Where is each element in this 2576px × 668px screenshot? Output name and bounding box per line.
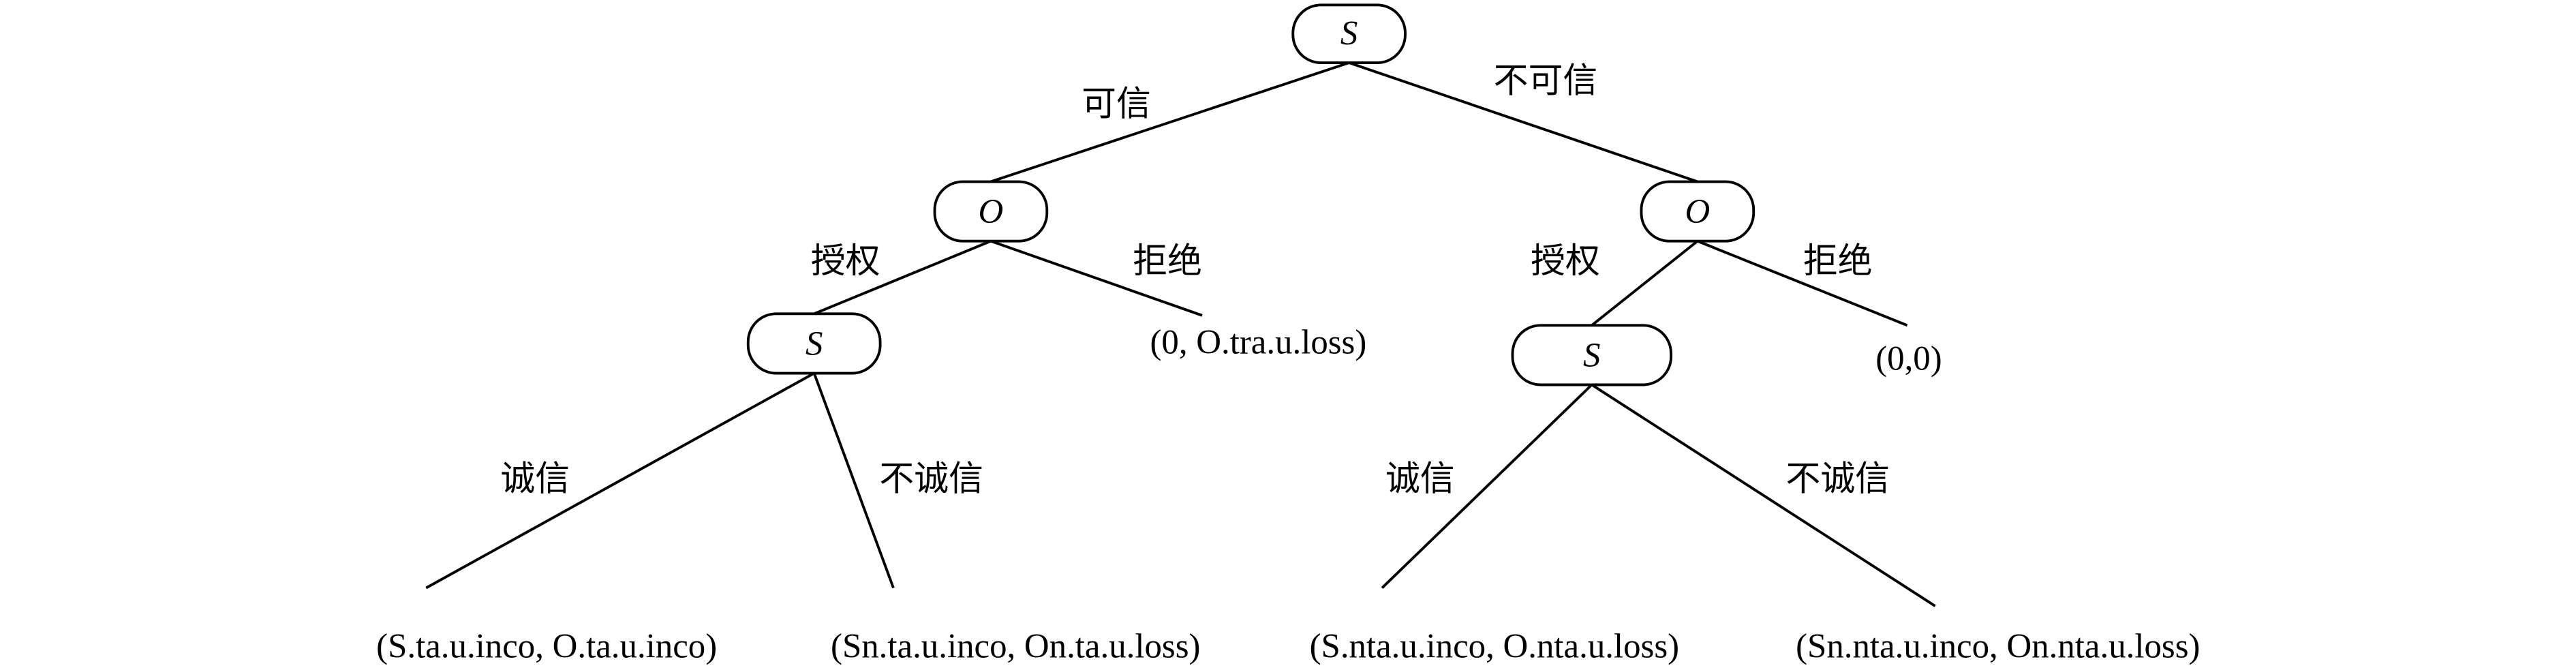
payoff-nta-honest: (S.nta.u.inco, O.nta.u.loss) [1310,627,1679,665]
edge-left-reject [990,239,1203,317]
payoff-ta-dishonest: (Sn.ta.u.inco, On.ta.u.loss) [831,627,1200,665]
node-root-label: S [1340,14,1358,52]
edge-right-authorize [1591,240,1699,327]
payoff-ta-honest: (S.ta.u.inco, O.ta.u.inco) [376,627,717,665]
payoff-right-reject: (0,0) [1875,340,1942,378]
tree-edges [425,61,1936,607]
node-s-right: S [1511,324,1673,386]
edge-left-dishonest [812,372,895,589]
edge-untrusted [1349,61,1698,183]
node-s-left: S [746,312,882,375]
edge-right-reject [1697,239,1908,327]
label-left-reject: 拒绝 [1133,242,1202,281]
edge-labels: 可信 不可信 授权 拒绝 授权 拒绝 诚信 不诚信 诚信 不诚信 [500,63,1890,499]
edge-right-dishonest [1591,383,1936,607]
edge-left-authorize [813,239,992,316]
payoff-nta-dishonest: (Sn.nta.u.inco, On.nta.u.loss) [1796,627,2200,665]
node-o-left: O [933,180,1049,243]
payoffs: (0, O.tra.u.loss) (0,0) (S.ta.u.inco, O.… [376,323,2200,665]
edge-right-honest [1381,384,1593,589]
label-right-authorize: 授权 [1531,243,1600,281]
node-s-right-label: S [1583,337,1600,375]
node-root: S [1291,3,1407,65]
label-right-honest: 诚信 [1385,461,1455,499]
node-o-right: O [1640,180,1755,243]
label-right-dishonest: 不诚信 [1785,461,1890,499]
payoff-left-reject: (0, O.tra.u.loss) [1150,323,1366,361]
label-left-authorize: 授权 [811,243,880,281]
edge-trusted [990,61,1350,183]
node-o-left-label: O [979,193,1004,231]
label-left-dishonest: 不诚信 [879,461,983,499]
label-trusted: 可信 [1082,86,1151,124]
node-s-left-label: S [806,325,823,363]
label-untrusted: 不可信 [1494,63,1598,101]
edge-left-honest [425,371,815,590]
label-right-reject: 拒绝 [1803,242,1873,281]
node-o-right-label: O [1685,193,1710,231]
label-left-honest: 诚信 [500,461,570,499]
